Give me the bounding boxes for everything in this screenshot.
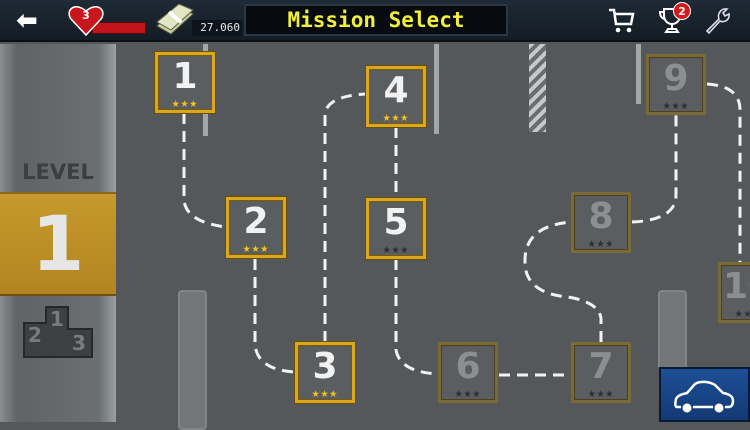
mission-tile-8[interactable]: 8★★★: [571, 192, 631, 253]
mission-stars: ★★★: [734, 306, 750, 321]
car-icon: [674, 380, 735, 413]
mission-tile-6[interactable]: 6★★★: [438, 342, 498, 403]
curb: [658, 290, 687, 370]
podium-1: 1: [50, 307, 64, 331]
level-number: 1: [31, 199, 85, 288]
mission-stars: ★★★: [662, 98, 690, 113]
cart-icon[interactable]: [606, 5, 638, 35]
path-8-9: [631, 115, 678, 224]
notification-badge: 2: [673, 2, 691, 20]
mission-stars: ★★★: [587, 386, 615, 401]
level-label: LEVEL: [22, 160, 94, 184]
path-7-8: [523, 220, 603, 342]
mission-tile-5[interactable]: 5★★★: [366, 198, 426, 259]
mission-stars: ★★★: [382, 110, 410, 125]
cash-stack-icon: [156, 4, 194, 35]
mission-number: 3: [312, 346, 338, 387]
podium-3: 3: [72, 331, 86, 355]
mission-number: 4: [383, 70, 409, 111]
mission-stars: ★★★: [454, 386, 482, 401]
parking-line: [434, 44, 439, 134]
money-amount: 27.060: [192, 20, 242, 36]
mission-tile-3[interactable]: 3★★★: [295, 342, 355, 403]
page-title: Mission Select: [244, 4, 508, 36]
wrench-icon[interactable]: [702, 5, 734, 35]
curb: [178, 290, 207, 430]
crosswalk-stripe: [529, 44, 546, 132]
mission-tile-1[interactable]: 1★★★: [155, 52, 215, 113]
garage-button[interactable]: [659, 367, 750, 422]
path-2-3: [253, 259, 296, 374]
level-box[interactable]: [0, 192, 116, 296]
mission-stars: ★★★: [171, 96, 199, 111]
mission-number: 5: [383, 202, 409, 243]
path-9-10: [706, 82, 742, 262]
mission-number: 6: [455, 346, 481, 387]
mission-tile-10[interactable]: 10★★★: [718, 262, 750, 323]
mission-number: 8: [588, 196, 614, 237]
mission-number: 2: [243, 201, 269, 242]
mission-tile-9[interactable]: 9★★★: [646, 54, 706, 115]
mission-stars: ★★★: [242, 241, 270, 256]
lives-count: 3: [82, 9, 90, 22]
mission-tile-4[interactable]: 4★★★: [366, 66, 426, 127]
mission-stars: ★★★: [382, 242, 410, 257]
mission-number: 7: [588, 346, 614, 387]
path-5-6: [394, 259, 439, 376]
podium-2: 2: [28, 323, 42, 347]
path-3-4: [323, 92, 367, 342]
mission-tile-2[interactable]: 2★★★: [226, 197, 286, 258]
back-arrow-icon[interactable]: ⬅: [16, 6, 38, 36]
mission-tile-7[interactable]: 7★★★: [571, 342, 631, 403]
mission-number: 9: [663, 58, 689, 99]
heart-icon: [68, 6, 104, 37]
mission-number: 1: [172, 56, 198, 97]
leaderboard-podium-icon[interactable]: 2 1 3: [22, 303, 94, 359]
mission-stars: ★★★: [587, 236, 615, 251]
parking-line: [636, 44, 641, 104]
mission-stars: ★★★: [311, 386, 339, 401]
mission-number: 10: [722, 266, 750, 307]
path-1-2: [182, 113, 227, 229]
top-bar: ⬅ 3 27.060 Mission Select 2: [0, 0, 750, 42]
